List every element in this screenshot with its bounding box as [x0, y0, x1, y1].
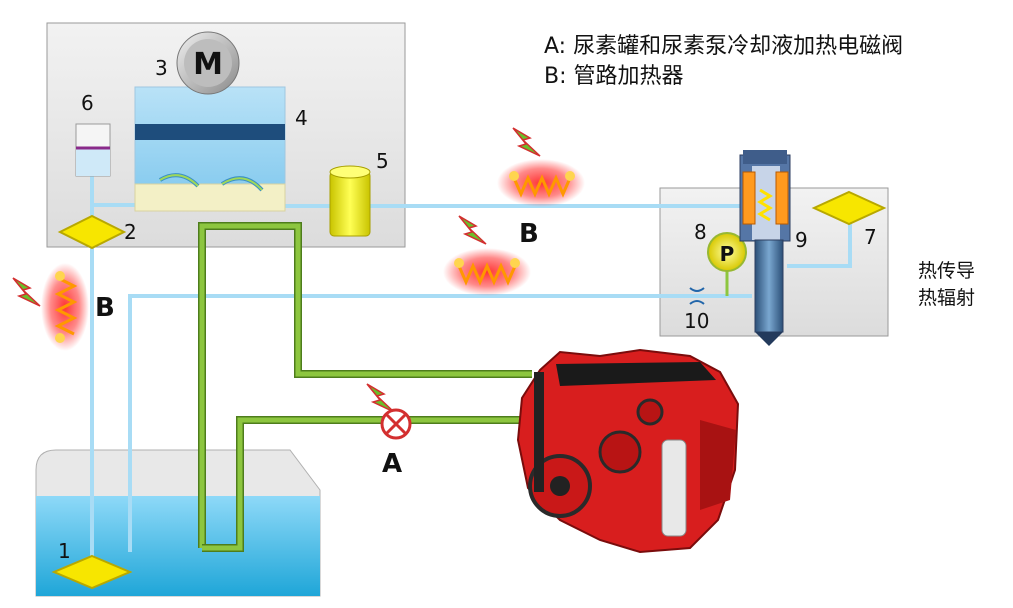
- heater-label-top: B: [519, 219, 539, 249]
- lightning-icon-top: [512, 127, 541, 157]
- label-5: 5: [376, 149, 389, 173]
- label-3: 3: [155, 56, 168, 80]
- pipe-heater-middle: [443, 248, 531, 296]
- temp-sensor-7: [811, 190, 887, 226]
- urea-pipes: [90, 176, 852, 572]
- lightning-icon-middle: [458, 215, 487, 245]
- pressure-sensor: P: [707, 232, 747, 296]
- legend-a: A: 尿素罐和尿素泵冷却液加热电磁阀: [544, 34, 904, 59]
- label-9: 9: [795, 228, 808, 252]
- reservoir: [75, 123, 111, 177]
- pump-module: [134, 86, 286, 212]
- lightning-icon-left: [12, 277, 41, 307]
- heat-radiation-text: 热辐射: [918, 287, 976, 309]
- injector: [739, 150, 791, 346]
- valve-label: A: [382, 449, 402, 479]
- legend-b: B: 管路加热器: [544, 64, 684, 89]
- solenoid-valve: [380, 408, 412, 440]
- pump-diaphragm: [135, 124, 285, 140]
- heat-conduction-text: 热传导: [918, 260, 976, 282]
- lightning-icon-valve: [366, 383, 395, 413]
- urea-tank: [35, 449, 321, 597]
- label-10: 10: [684, 309, 709, 333]
- label-8: 8: [694, 220, 707, 244]
- label-1: 1: [58, 539, 71, 563]
- label-4: 4: [295, 106, 308, 130]
- motor-symbol: M: [193, 47, 223, 82]
- label-7: 7: [864, 225, 877, 249]
- engine-image: [516, 348, 740, 554]
- heat-transfer-label: 热传导 热辐射: [918, 258, 975, 312]
- label-6: 6: [81, 91, 94, 115]
- heater-label-left: B: [95, 293, 115, 323]
- label-2: 2: [124, 220, 137, 244]
- pipe-heater-left: [41, 263, 89, 351]
- motor-icon: M: [176, 31, 240, 95]
- temp-sensor-2: [57, 214, 127, 250]
- pressure-symbol: P: [720, 242, 735, 266]
- pipe-heater-top: [497, 159, 585, 207]
- level-temp-sensor-1: [51, 554, 133, 590]
- legend: A: 尿素罐和尿素泵冷却液加热电磁阀 B: 管路加热器: [544, 32, 903, 92]
- filter-cylinder: [329, 165, 371, 237]
- orifice-symbol: [689, 287, 705, 305]
